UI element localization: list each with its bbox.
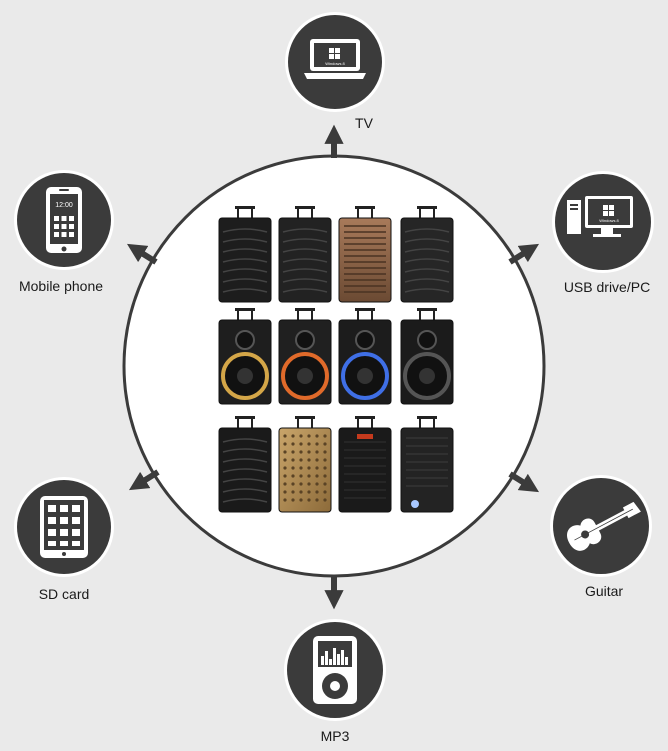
speaker-7 (338, 308, 392, 405)
sd-node[interactable] (14, 477, 114, 577)
device-nodes: Windows 8 Windows 8 (14, 12, 654, 721)
arrow-to-guitar (508, 471, 540, 493)
phone-label: Mobile phone (18, 278, 104, 294)
arrow-to-phone (126, 243, 158, 265)
phone-node[interactable]: 12:00 (14, 170, 114, 270)
desktop-pc-icon: Windows 8 (567, 196, 633, 237)
speaker-2 (278, 206, 332, 303)
speaker-9 (218, 416, 272, 513)
tv-node[interactable]: Windows 8 (285, 12, 385, 112)
speaker-4 (400, 206, 454, 303)
mp3-label: MP3 (320, 728, 350, 744)
usb-label: USB drive/PC (563, 279, 651, 295)
guitar-node[interactable] (550, 475, 652, 577)
sd-label: SD card (38, 586, 90, 602)
tablet-grid-icon (40, 496, 88, 558)
speaker-10 (278, 416, 332, 513)
speaker-8 (400, 308, 454, 405)
center-circle (122, 154, 546, 578)
arrow-to-sd (128, 469, 160, 491)
speaker-1 (218, 206, 272, 303)
usb-node[interactable]: Windows 8 (552, 171, 654, 273)
mp3-node[interactable] (284, 619, 386, 721)
tv-label: TV (355, 115, 373, 131)
speaker-grid (218, 206, 454, 513)
laptop-windows-icon: Windows 8 (304, 39, 366, 79)
mp3-player-icon (313, 636, 357, 704)
phone-clock-text: 12:00 (55, 202, 73, 209)
speaker-5 (218, 308, 272, 405)
speaker-12 (400, 416, 454, 513)
arrows-group (126, 124, 540, 610)
guitar-icon (567, 501, 641, 551)
guitar-label: Guitar (584, 583, 624, 599)
pc-screen-text: Windows 8 (599, 218, 619, 223)
speaker-6 (278, 308, 332, 405)
speaker-11 (338, 416, 392, 513)
tv-screen-text: Windows 8 (325, 61, 345, 66)
speaker-3 (338, 206, 392, 303)
mobile-phone-icon: 12:00 (46, 187, 82, 253)
arrow-to-usb (508, 243, 540, 265)
